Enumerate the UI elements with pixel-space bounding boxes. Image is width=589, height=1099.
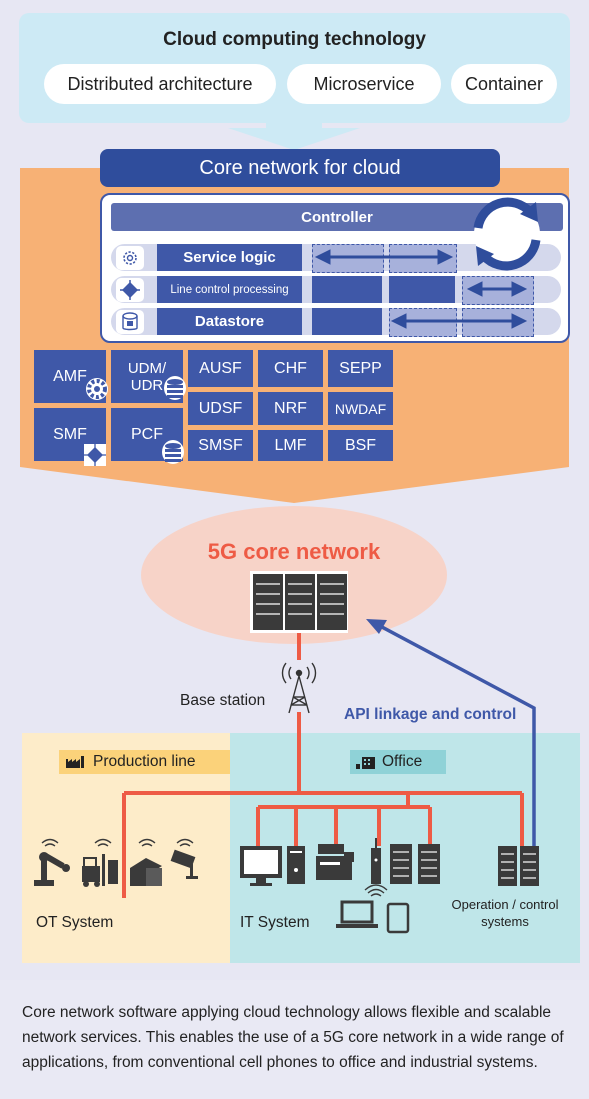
laptop-icon — [336, 900, 378, 928]
amf-gear-icon — [86, 378, 108, 400]
datastore-label: Datastore — [157, 308, 302, 335]
machine-icon — [130, 858, 162, 886]
it-system-label: IT System — [240, 914, 310, 931]
api-linkage-label: API linkage and control — [344, 706, 517, 723]
production-line-tag: Production line — [59, 750, 230, 774]
network-lines-layer — [34, 571, 539, 934]
nf-bsf: BSF — [328, 430, 393, 461]
linecontrol-scale-arrow — [466, 281, 528, 297]
pill-microservice: Microservice — [287, 64, 441, 104]
nf-amf: AMF — [34, 350, 106, 403]
forklift-icon — [82, 854, 118, 887]
nf-sepp: SEPP — [328, 350, 393, 387]
nf-badges-layer — [84, 376, 186, 466]
datastore-cell-1 — [312, 308, 382, 335]
tablet-icon — [386, 902, 410, 934]
office-server-icon — [390, 844, 440, 884]
cloud-down-arrow — [228, 123, 360, 150]
datastore-scale-arrow — [390, 313, 528, 329]
base-station-label: Base station — [180, 692, 266, 709]
cloud-title: Cloud computing technology — [163, 29, 426, 50]
database-icon — [116, 310, 144, 334]
diagram-area: Cloud computing technology Distributed a… — [19, 13, 580, 963]
operation-server-icon — [498, 846, 539, 886]
production-line-label: Production line — [93, 753, 196, 770]
smf-diamond-icon — [84, 444, 106, 466]
nf-udsf: UDSF — [188, 392, 253, 425]
camera-icon — [170, 849, 198, 879]
core-server-rack-icon — [250, 571, 348, 633]
service-logic-label: Service logic — [157, 244, 302, 271]
refresh-cycle-icon — [473, 197, 541, 271]
router-icon — [371, 838, 381, 884]
diamond-cross-icon — [116, 278, 144, 302]
ot-system-label: OT System — [36, 914, 114, 931]
core5g-title: 5G core network — [207, 539, 381, 564]
nf-chf: CHF — [258, 350, 323, 387]
office-label: Office — [382, 753, 423, 770]
nf-nrf: NRF — [258, 392, 323, 425]
desktop-computer-icon — [240, 846, 305, 886]
linecontrol-cell-2 — [389, 276, 455, 303]
core-cloud-title: Core network for cloud — [100, 149, 500, 187]
udm-database-icon — [164, 376, 186, 400]
api-linkage-arrow — [366, 619, 536, 846]
nf-ausf: AUSF — [188, 350, 253, 387]
red-network-lines — [122, 633, 524, 898]
gear-icon — [116, 246, 144, 270]
linecontrol-cell-1 — [312, 276, 382, 303]
printer-icon — [316, 844, 354, 880]
operation-systems-label: Operation / control systems — [451, 897, 559, 929]
nf-udm-udr: UDM/ UDR — [111, 350, 183, 403]
pcf-database-icon — [162, 440, 184, 464]
arrows-layer — [314, 197, 541, 329]
factory-icon — [66, 756, 84, 768]
nf-nwdaf: NWDAF — [328, 392, 393, 425]
core-down-arrow — [20, 467, 569, 503]
base-station-antenna-icon — [281, 662, 317, 714]
robot-arm-icon — [34, 852, 70, 886]
pill-distributed-architecture: Distributed architecture — [44, 64, 276, 104]
caption-text: Core network software applying cloud tec… — [22, 1004, 564, 1071]
wifi-icons — [41, 838, 194, 847]
nf-lmf: LMF — [258, 430, 323, 461]
building-icon — [356, 757, 375, 769]
service-scale-arrow — [314, 249, 454, 265]
wifi-icon-it — [364, 884, 388, 897]
office-tag: Office — [350, 750, 446, 774]
pill-container: Container — [451, 64, 557, 104]
line-control-label: Line control processing — [157, 276, 302, 303]
nf-smsf: SMSF — [188, 430, 253, 461]
